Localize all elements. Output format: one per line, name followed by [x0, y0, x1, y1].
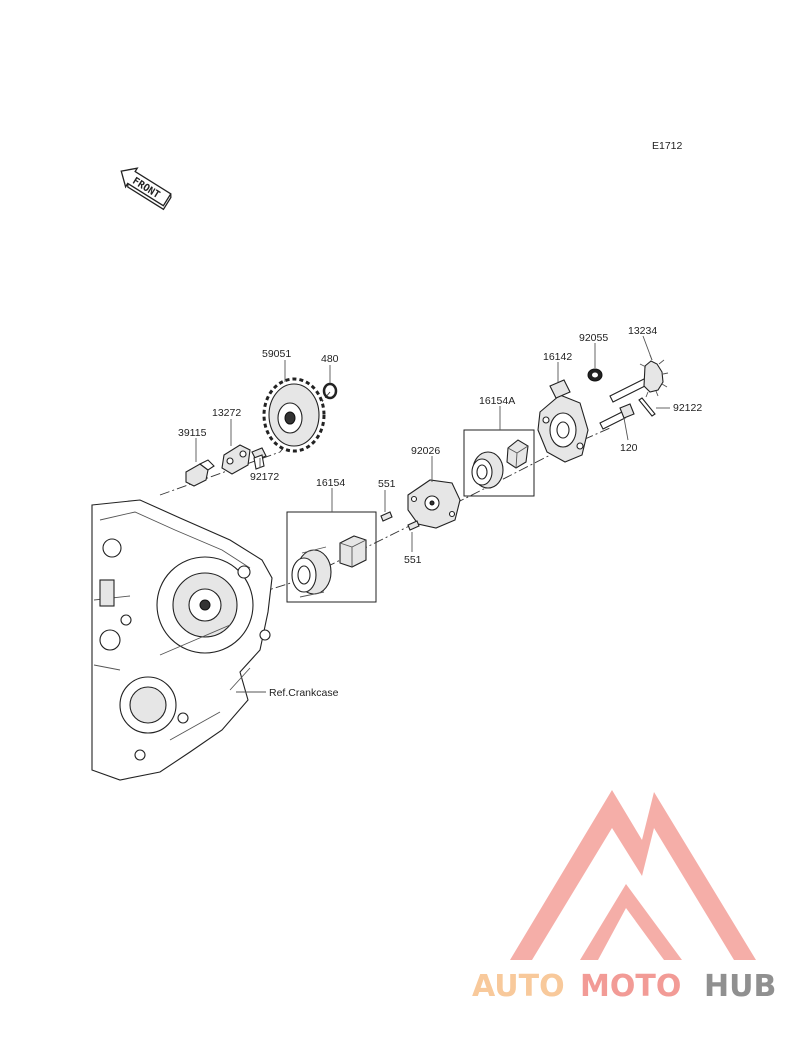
part-label-16154A: 16154A [479, 395, 515, 407]
plate-13272 [221, 444, 251, 475]
part-label-120: 120 [620, 442, 638, 454]
front-arrow-icon [120, 167, 172, 207]
part-label-92172: 92172 [250, 471, 279, 483]
rotor-outer-16154A [471, 451, 504, 489]
bolt-120 [599, 403, 635, 430]
box-16154A [463, 429, 535, 497]
oring-92055 [587, 368, 603, 382]
rotor-inner-16154A [506, 439, 529, 469]
part-label-92055: 92055 [579, 332, 608, 344]
watermark-word-moto: MOTO [580, 969, 681, 1004]
part-label-16154: 16154 [316, 477, 345, 489]
watermark-logo: AUTO MOTO HUB [472, 790, 776, 1004]
pin-92122 [638, 397, 656, 417]
diagram-code: E1712 [652, 140, 683, 152]
part-label-92122: 92122 [673, 402, 702, 414]
part-label-13234: 13234 [628, 325, 657, 337]
shaft-39115 [185, 459, 215, 487]
part-label-39115: 39115 [178, 427, 207, 439]
box-16154 [286, 511, 377, 603]
front-arrow: FRONT [120, 167, 172, 211]
plate-92026 [407, 479, 461, 529]
pin-551-upper [380, 511, 393, 522]
watermark-triangle-icon [510, 790, 756, 960]
watermark-word-auto: AUTO [472, 969, 565, 1004]
circlip-480 [322, 382, 338, 400]
sprocket-59051 [262, 377, 326, 453]
part-label-551-lower: 551 [404, 554, 422, 566]
part-label-92026: 92026 [411, 445, 440, 457]
part-label-59051: 59051 [262, 348, 291, 360]
crankcase [91, 499, 273, 781]
part-label-16142: 16142 [543, 351, 572, 363]
pin-551-lower [407, 520, 420, 531]
rotor-inner-16154 [339, 535, 367, 568]
part-label-551-upper: 551 [378, 478, 396, 490]
watermark-word-hub: HUB [704, 969, 776, 1004]
pump-cover-16142 [537, 379, 589, 463]
part-label-13272: 13272 [212, 407, 241, 419]
leader-lines [195, 335, 670, 693]
ref-crankcase-label: Ref.Crankcase [269, 687, 339, 699]
bolt-92172 [251, 447, 267, 470]
part-label-480: 480 [321, 353, 339, 365]
shaft-13234 [609, 354, 669, 403]
rotor-outer-16154 [291, 546, 332, 598]
